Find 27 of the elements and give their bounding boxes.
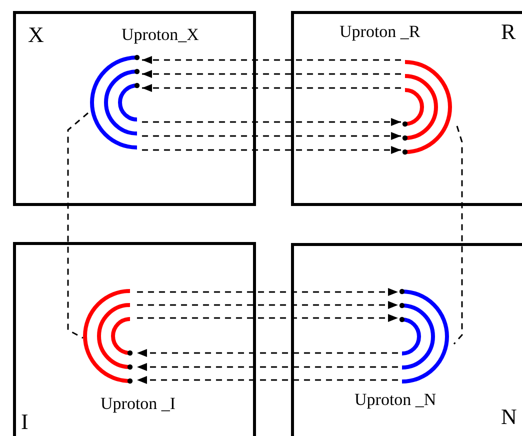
dashed-arrow <box>137 376 398 384</box>
dashed-arrow <box>137 349 398 357</box>
dashed-arrow <box>142 56 401 64</box>
dashed-arrow <box>142 70 401 78</box>
dashed-arrow <box>142 146 401 154</box>
semicircle-arcs-drawing <box>88 54 142 152</box>
arc-label: Uproton_X <box>122 26 199 42</box>
dashed-arrow <box>137 288 398 296</box>
dashed-arrow <box>142 84 401 92</box>
dashed-arrow <box>142 118 401 126</box>
arc-label: Uproton _N <box>354 390 436 408</box>
region-box <box>13 242 256 436</box>
dashed-connector <box>67 112 88 339</box>
arc-label: Uproton _R <box>340 22 420 40</box>
arc-label: Uproton _I <box>100 394 176 412</box>
dashed-arrow <box>137 314 398 322</box>
region-box <box>13 11 256 206</box>
region-label: R <box>501 21 516 43</box>
region-box <box>291 243 522 436</box>
dashed-arrow <box>137 301 398 309</box>
dashed-arrow <box>137 363 398 371</box>
dashed-connector <box>453 126 463 344</box>
region-box <box>291 11 522 206</box>
region-label: N <box>501 406 517 428</box>
region-label: X <box>28 24 44 46</box>
dashed-arrow <box>142 132 401 140</box>
region-label: I <box>21 411 28 433</box>
